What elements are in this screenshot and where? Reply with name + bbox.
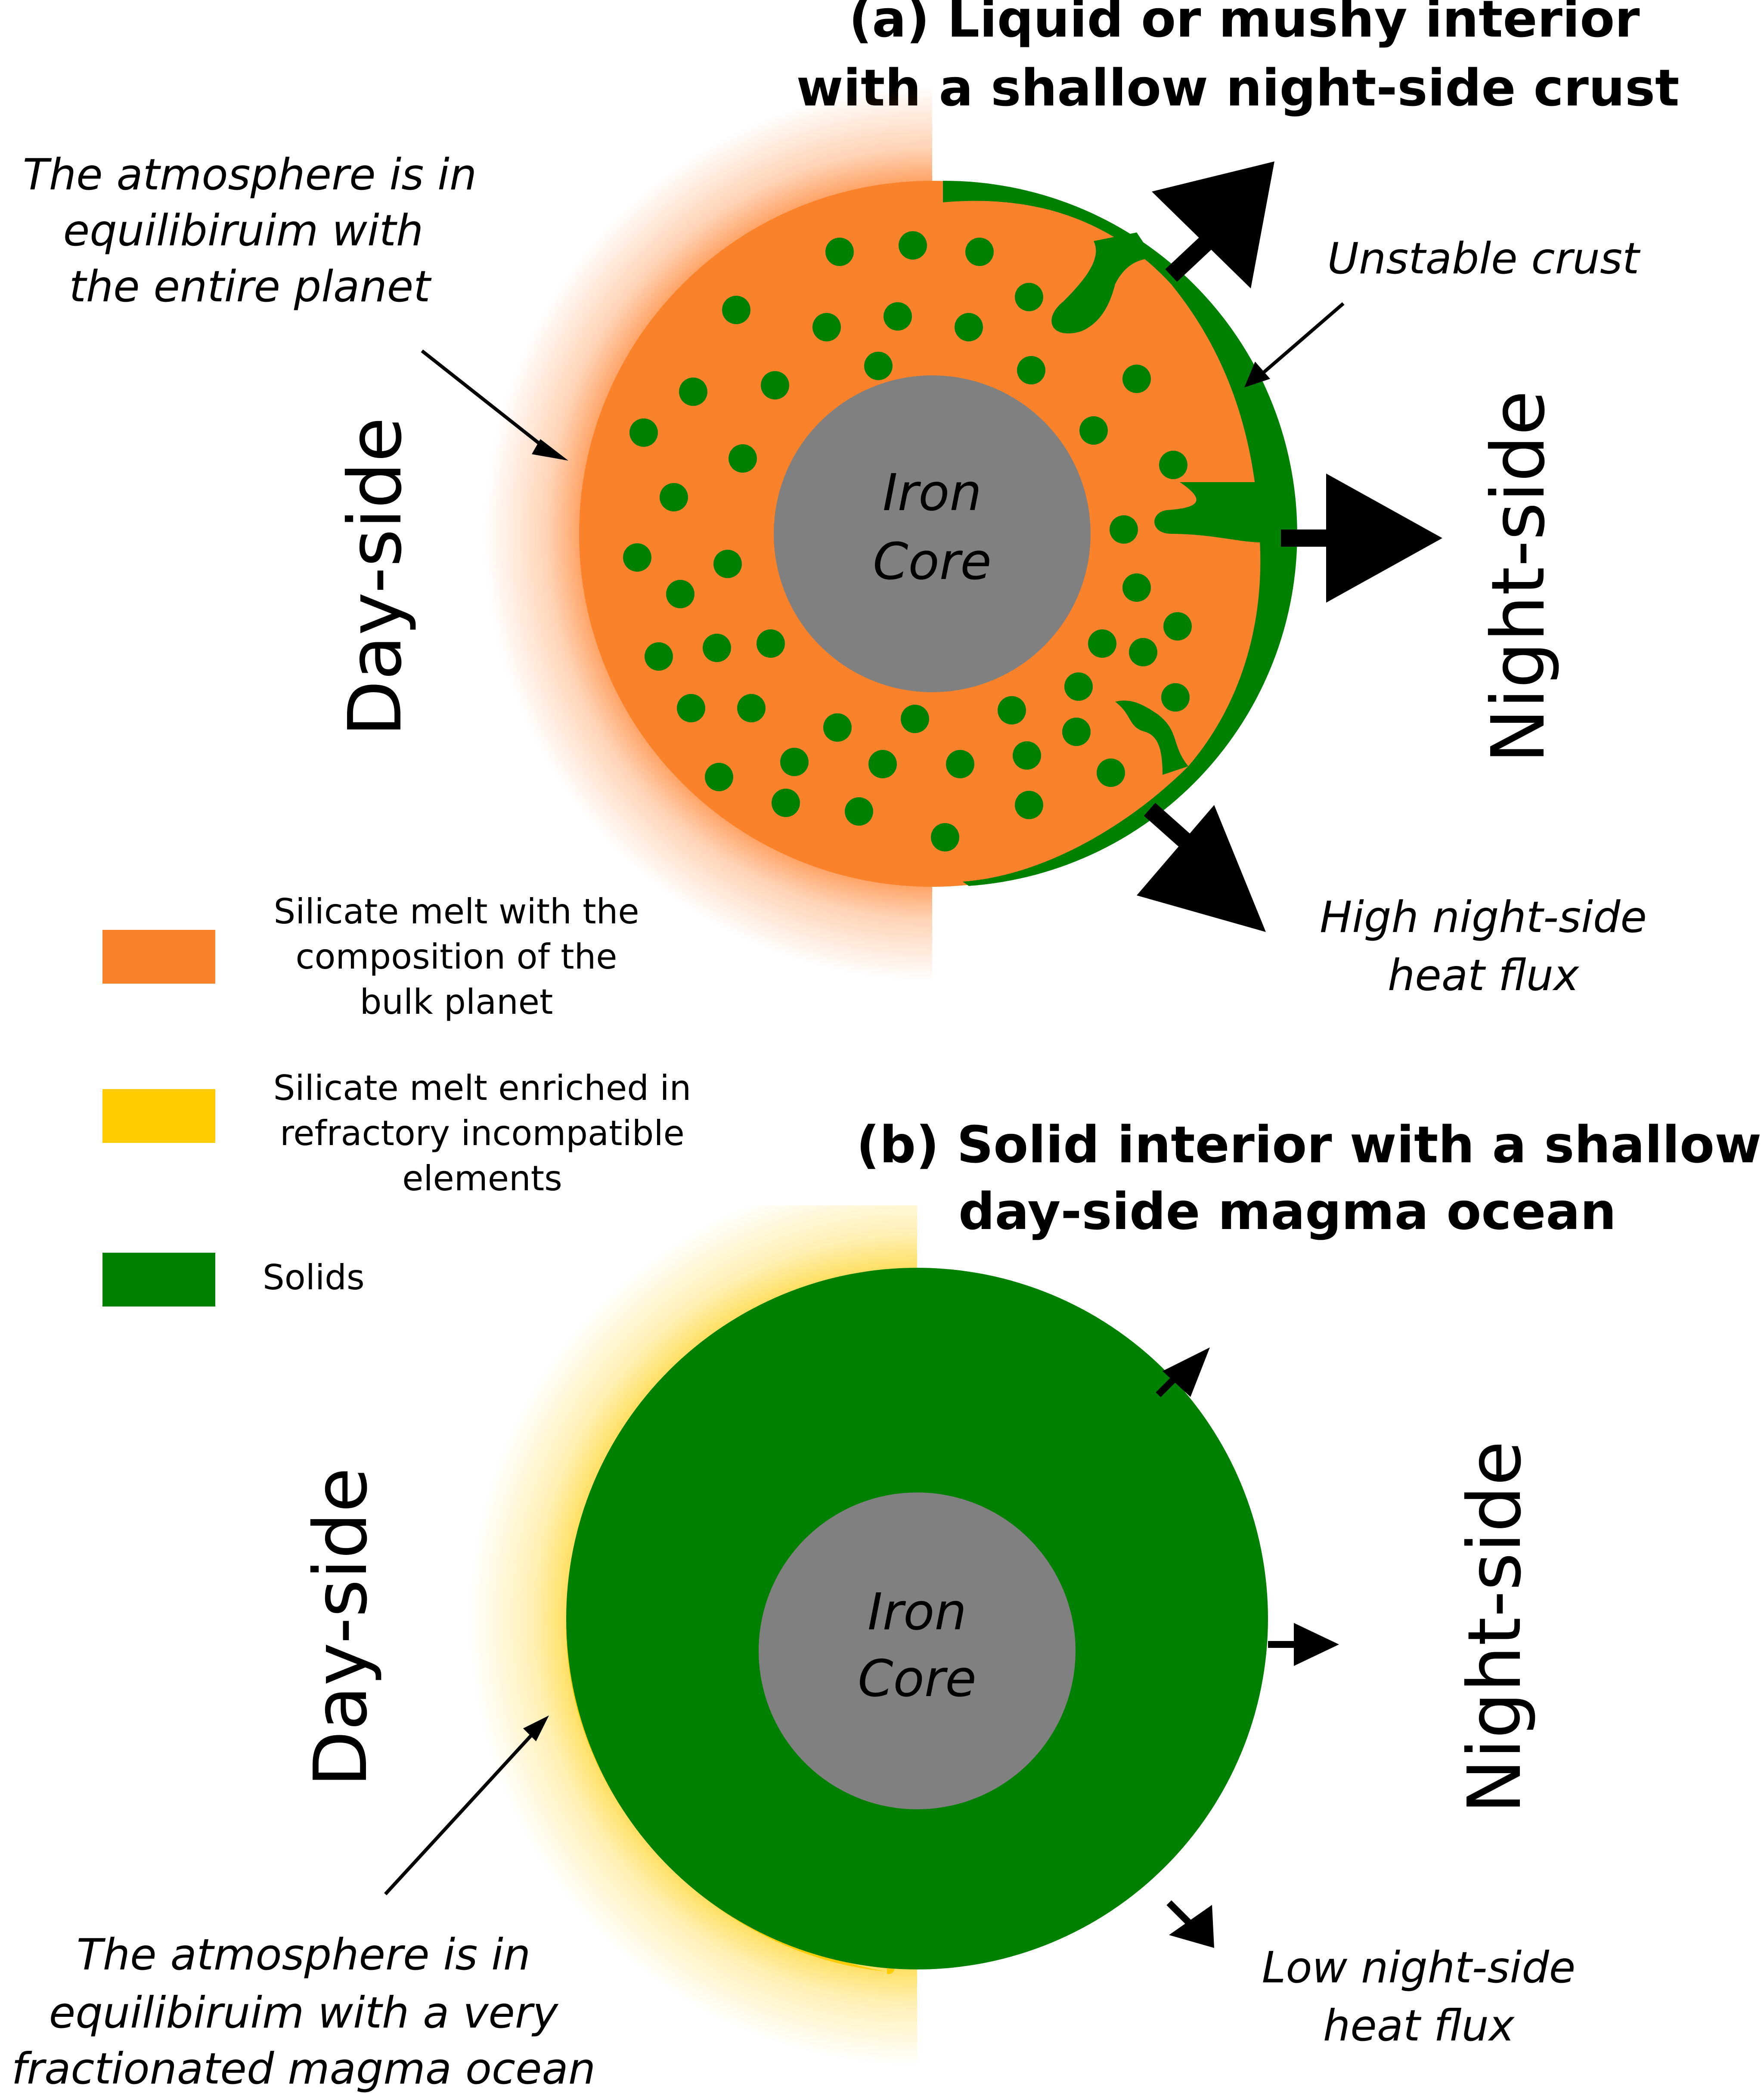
solid-crystal-dot bbox=[1013, 741, 1041, 770]
solid-crystals bbox=[623, 231, 1192, 851]
solid-crystal-dot bbox=[756, 629, 785, 658]
solid-crystal-dot bbox=[772, 789, 800, 817]
atmosphere-note-b-line: fractionated magma ocean bbox=[12, 2043, 595, 2093]
legend-enriched-line: elements bbox=[402, 1158, 562, 1198]
day-side-label-b: Day-side bbox=[298, 1468, 384, 1787]
unstable-crust-note: Unstable crust bbox=[1327, 233, 1641, 284]
crust-pointer-head bbox=[1244, 362, 1270, 387]
solid-crystal-dot bbox=[660, 483, 688, 511]
solid-crystal-dot bbox=[1097, 759, 1125, 787]
solid-crystal-dot bbox=[864, 352, 893, 380]
panel-a-title-line1: (a) Liquid or mushy interior bbox=[849, 0, 1640, 49]
atmosphere-note-b-line: equilibiruim with a very bbox=[49, 1988, 559, 2038]
legend-swatch-enriched bbox=[102, 1089, 215, 1143]
solid-crystal-dot bbox=[1015, 283, 1043, 311]
heat-flux-arrows-b bbox=[1156, 1347, 1339, 1948]
legend-melt-line: bulk planet bbox=[360, 982, 553, 1022]
solid-crystal-dot bbox=[623, 543, 651, 572]
solid-crystal-dot bbox=[1015, 791, 1043, 819]
solid-crystal-dot bbox=[780, 748, 809, 776]
atmosphere-note-a-line: The atmosphere is in bbox=[23, 149, 477, 200]
legend-solids-line: Solids bbox=[263, 1257, 365, 1297]
atmosphere-pointer-b bbox=[384, 1734, 533, 1895]
panel-b-title-line2: day-side magma ocean bbox=[958, 1182, 1616, 1241]
solid-crystal-dot bbox=[761, 371, 789, 399]
solid-crystal-dot bbox=[901, 705, 929, 733]
night-side-label-b: Night-side bbox=[1452, 1441, 1538, 1814]
solid-crystal-dot bbox=[705, 763, 733, 791]
solid-crystal-dot bbox=[899, 231, 927, 260]
legend-swatch-melt bbox=[102, 930, 215, 984]
solid-crystal-dot bbox=[812, 313, 841, 341]
legend-melt-line: composition of the bbox=[296, 937, 617, 977]
day-side-label-a: Day-side bbox=[333, 417, 418, 737]
core-label-a-line2: Core bbox=[873, 532, 992, 591]
solid-crystal-dot bbox=[1088, 629, 1116, 658]
solid-crystal-dot bbox=[965, 238, 994, 266]
solid-crystal-dot bbox=[931, 823, 959, 851]
solid-crystal-dot bbox=[1017, 356, 1045, 384]
solid-crystal-dot bbox=[998, 696, 1026, 724]
solid-crystal-dot bbox=[1129, 638, 1157, 666]
solid-crystal-dot bbox=[703, 634, 731, 662]
panel-b: (b) Solid interior with a shallow day-si… bbox=[12, 1115, 1761, 2093]
solid-crystal-dot bbox=[1161, 683, 1190, 712]
solid-crystal-dot bbox=[1163, 612, 1192, 641]
core-label-b-line1: Iron bbox=[868, 1582, 967, 1641]
core-label-a-line1: Iron bbox=[883, 463, 982, 522]
solid-crystal-dot bbox=[722, 296, 750, 324]
solid-crystal-dot bbox=[677, 694, 705, 722]
panel-a: (a) Liquid or mushy interior with a shal… bbox=[23, 0, 1680, 1000]
legend-enriched-line: refractory incompatible bbox=[280, 1113, 685, 1153]
legend-melt-line: Silicate melt with the bbox=[273, 892, 639, 932]
solid-crystal-dot bbox=[629, 418, 658, 447]
solid-crystal-dot bbox=[845, 797, 873, 826]
crust-finger bbox=[1051, 232, 1154, 334]
solid-crystal-dot bbox=[729, 444, 757, 473]
solid-crystal-dot bbox=[868, 750, 897, 778]
crust-pointer bbox=[1262, 302, 1345, 374]
solid-crystal-dot bbox=[1122, 365, 1151, 393]
atmosphere-note-a: The atmosphere is in equilibiruim with t… bbox=[23, 149, 477, 312]
panel-b-title-line1: (b) Solid interior with a shallow bbox=[856, 1115, 1761, 1174]
solid-crystal-dot bbox=[1062, 718, 1091, 746]
atmosphere-note-a-line: the entire planet bbox=[69, 261, 432, 312]
crust-finger bbox=[1154, 482, 1262, 542]
heat-note-b-line: Low night-side bbox=[1262, 1942, 1576, 1993]
atmosphere-pointer-a bbox=[421, 349, 546, 449]
atmosphere-pointer-a-head bbox=[532, 439, 568, 461]
solid-crystal-dot bbox=[737, 694, 766, 722]
solid-crystal-dot bbox=[823, 713, 852, 742]
night-side-label-a: Night-side bbox=[1476, 390, 1561, 763]
solid-crystal-dot bbox=[713, 550, 742, 578]
panel-a-title-line2: with a shallow night-side crust bbox=[797, 58, 1680, 118]
solid-crystal-dot bbox=[884, 302, 912, 331]
atmosphere-pointer-b-head bbox=[523, 1715, 549, 1741]
heat-note-a-line: heat flux bbox=[1388, 950, 1580, 1000]
solid-crystal-dot bbox=[1064, 672, 1093, 701]
legend: Silicate melt with the composition of th… bbox=[102, 892, 691, 1307]
heat-note-a-line: High night-side bbox=[1320, 892, 1647, 942]
heat-flux-arrows-a bbox=[1137, 161, 1442, 932]
iron-core-a bbox=[774, 375, 1091, 692]
core-label-b-line2: Core bbox=[858, 1649, 977, 1708]
iron-core-b bbox=[759, 1492, 1076, 1809]
solid-crystal-dot bbox=[825, 238, 854, 266]
solid-crystal-dot bbox=[1122, 573, 1151, 602]
solid-crystal-dot bbox=[666, 580, 694, 608]
atmosphere-note-a-line: equilibiruim with bbox=[63, 205, 424, 256]
legend-enriched-line: Silicate melt enriched in bbox=[273, 1068, 691, 1108]
solid-crystal-dot bbox=[946, 750, 974, 778]
solid-crystal-dot bbox=[1159, 451, 1187, 479]
crust-finger bbox=[1115, 700, 1188, 775]
solid-crystal-dot bbox=[1079, 416, 1108, 445]
solid-crystal-dot bbox=[955, 313, 983, 341]
atmosphere-note-b-line: The atmosphere is in bbox=[77, 1929, 531, 1980]
solid-crystal-dot bbox=[1110, 515, 1138, 544]
legend-swatch-solids bbox=[102, 1253, 215, 1307]
solid-crystal-dot bbox=[679, 378, 707, 406]
solid-crystal-dot bbox=[645, 642, 673, 671]
heat-note-b-line: heat flux bbox=[1323, 2000, 1515, 2051]
